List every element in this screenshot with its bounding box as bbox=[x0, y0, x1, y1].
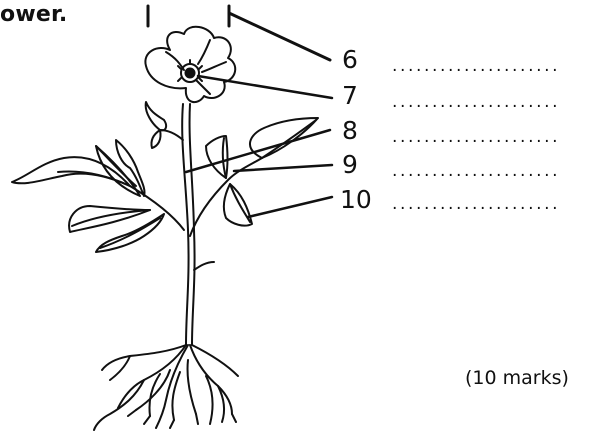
answer-blank-7[interactable]: ..................... bbox=[392, 92, 560, 112]
answer-blank-6[interactable]: ..................... bbox=[392, 56, 560, 76]
label-number-9: 9 bbox=[342, 151, 358, 179]
marks-allocation: (10 marks) bbox=[465, 367, 569, 389]
flower bbox=[145, 27, 235, 102]
pointer-line-10 bbox=[248, 197, 332, 217]
label-number-8: 8 bbox=[342, 117, 358, 145]
pointer-line-7 bbox=[198, 76, 332, 98]
answer-blank-10[interactable]: ..................... bbox=[392, 194, 560, 214]
label-number-7: 7 bbox=[342, 82, 358, 110]
label-number-10: 10 bbox=[340, 186, 372, 214]
label-number-6: 6 bbox=[342, 46, 358, 74]
right-leaves bbox=[190, 118, 318, 236]
left-leaves bbox=[12, 140, 184, 252]
stem bbox=[182, 104, 194, 345]
flower-bud bbox=[146, 102, 183, 148]
bracket-mark bbox=[229, 6, 330, 60]
roots bbox=[94, 345, 238, 430]
answer-blank-8[interactable]: ..................... bbox=[392, 127, 560, 147]
answer-blank-9[interactable]: ..................... bbox=[392, 161, 560, 181]
